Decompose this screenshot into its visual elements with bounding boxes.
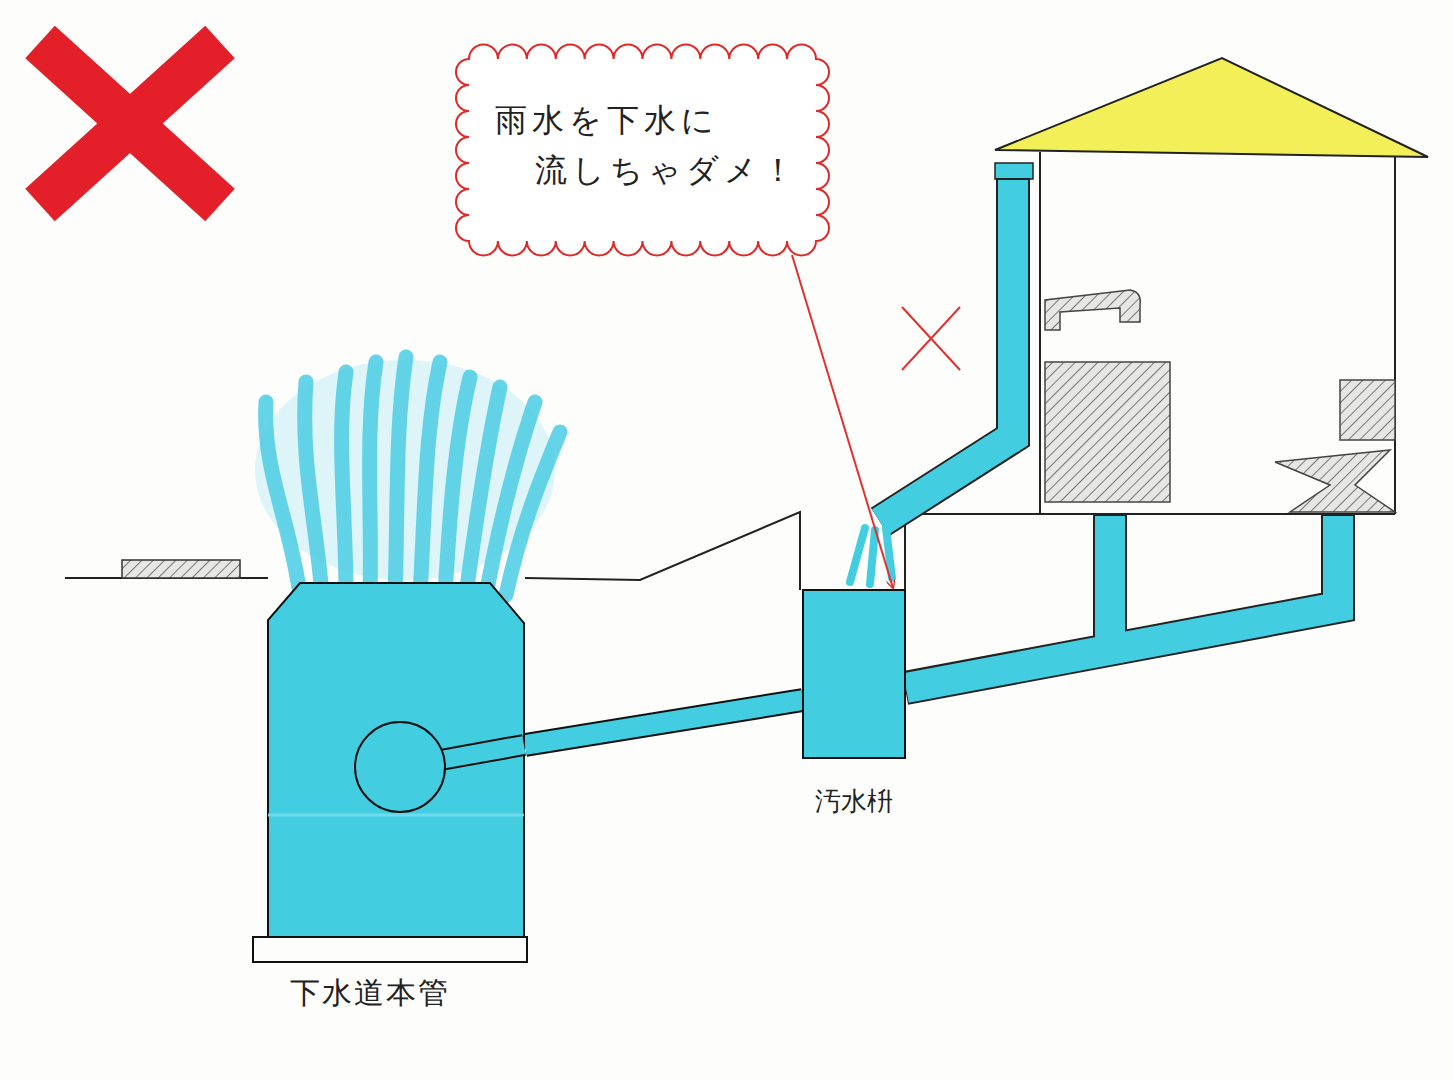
gutter (995, 163, 1033, 179)
callout-cloud-outline (455, 45, 830, 255)
pipe-water (435, 745, 524, 761)
pipe-segment (525, 700, 803, 745)
small-cross (902, 307, 960, 370)
water-jet (266, 402, 300, 595)
pipe-outline (1093, 514, 1127, 645)
pipe-water (880, 180, 1013, 522)
water-jet (420, 362, 440, 595)
water-jet (305, 382, 322, 595)
leader-arrow (792, 255, 893, 588)
pipe-outline (880, 178, 1013, 522)
sewage-basin-outline (803, 588, 905, 820)
sink (1045, 362, 1170, 502)
arrow-line (792, 255, 893, 588)
main-pipe-section (355, 722, 445, 812)
water-band (268, 814, 524, 817)
wrong-mark-stroke (40, 42, 220, 205)
cloud-outline (456, 45, 829, 256)
wrong-mark (40, 42, 220, 205)
water-jet (370, 362, 376, 595)
sewage-basin: 汚水枡 (803, 588, 905, 820)
water-jet (342, 372, 346, 595)
callout-text: 雨水を下水に 流しちゃダメ！ (535, 95, 815, 195)
toilet-tank (1340, 380, 1395, 440)
pipe-segment (525, 700, 803, 745)
faucet (1045, 290, 1140, 330)
house-wall (1394, 156, 1396, 514)
pipe-outline (435, 745, 524, 761)
main-label: 下水道本管 (290, 975, 525, 1011)
basin-label: 汚水枡 (803, 786, 905, 816)
overflow-water (266, 357, 560, 595)
splash-stroke (850, 528, 865, 582)
splash-stroke (870, 530, 875, 584)
downpipe (880, 163, 1033, 522)
cross-stroke (902, 307, 960, 370)
manhole-shaft (268, 583, 524, 940)
pipe-outline (905, 514, 1338, 688)
base-plate (253, 937, 527, 962)
drain-pipe (525, 700, 803, 745)
sewer-main-outline (250, 575, 525, 1020)
water-jet (506, 432, 560, 595)
wrong-mark-stroke (40, 42, 220, 205)
house-wall (1039, 152, 1041, 514)
ground-line (65, 512, 1395, 590)
water-jet (395, 357, 406, 595)
rain-splash (850, 528, 892, 584)
pipe-water (1095, 516, 1125, 645)
toilet-bowl (1275, 450, 1395, 512)
sewer-main: 下水道本管 (250, 575, 525, 1020)
cross-stroke (902, 307, 960, 370)
ground-line (525, 512, 800, 590)
basin-box (803, 590, 905, 758)
callout-cloud: 雨水を下水に 流しちゃダメ！ (455, 45, 830, 255)
house-drain (905, 514, 1338, 688)
roof (995, 58, 1428, 157)
pipe-water (906, 516, 1338, 688)
paving-slab (122, 560, 240, 578)
